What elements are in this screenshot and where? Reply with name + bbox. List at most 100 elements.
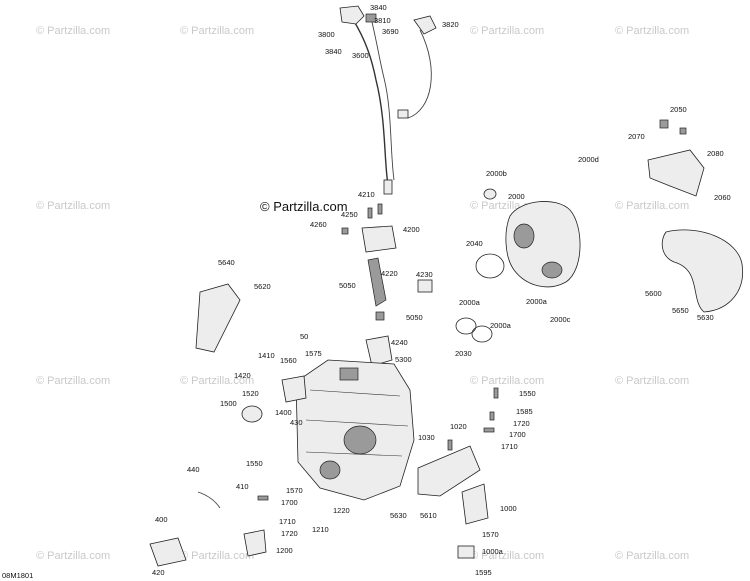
watermark: © Partzilla.com: [615, 200, 690, 212]
callout-label: 4250: [341, 210, 358, 219]
callout-label: 2050: [670, 105, 687, 114]
callout-label: 1575: [305, 349, 322, 358]
cover-opening: [541, 261, 563, 279]
watermark: © Partzilla.com: [615, 550, 690, 562]
callout-label: 4230: [416, 270, 433, 279]
bracket-400: [149, 537, 187, 567]
callout-label: 5050: [339, 281, 356, 290]
callout-label: 3800: [318, 30, 335, 39]
callout-label: 1570: [286, 486, 303, 495]
callout-label: 1200: [276, 546, 293, 555]
callout-label: 4210: [358, 190, 375, 199]
watermark: © Partzilla.com: [36, 25, 111, 37]
throttle-cable: [371, 21, 395, 181]
callout-label: 2030: [455, 349, 472, 358]
nut-2080: [679, 127, 687, 135]
callout-label: 50: [300, 332, 309, 341]
callout-label: 1020: [450, 422, 467, 431]
cable-end: [383, 179, 393, 195]
callout-label: 5650: [672, 306, 689, 315]
watermark: © Partzilla.com: [470, 25, 545, 37]
tensioner: [375, 311, 385, 321]
watermark: © Partzilla.com: [615, 25, 690, 37]
callout-label: 1720: [281, 529, 298, 538]
callout-label: 5600: [645, 289, 662, 298]
callout-label: 410: [236, 482, 249, 491]
callout-label: 4200: [403, 225, 420, 234]
callout-label: 3840: [325, 47, 342, 56]
nut: [341, 227, 349, 235]
callout-label: 1560: [280, 356, 297, 365]
callout-label: 2040: [466, 239, 483, 248]
callout-label: 1220: [333, 506, 350, 515]
callout-label: 1420: [234, 371, 251, 380]
washer-1700: [257, 495, 269, 501]
bracket-5300: [365, 335, 393, 367]
bolt-1030: [447, 439, 453, 451]
clamp-2030: [455, 317, 477, 335]
callout-label: 1595: [475, 568, 492, 577]
callout-label: 3690: [382, 27, 399, 36]
callout-label: 1720: [513, 419, 530, 428]
clamp-2030: [471, 325, 493, 343]
module-4200: [361, 225, 397, 253]
throttle-housing: [339, 5, 365, 25]
callout-label: 2000a: [490, 321, 511, 330]
watermark: © Partzilla.com: [470, 375, 545, 387]
shield-5610: [417, 445, 481, 497]
callout-label: 1210: [312, 525, 329, 534]
callout-label: 1000a: [482, 547, 503, 556]
callout-label: 5640: [218, 258, 235, 267]
callout-label: 430: [290, 418, 303, 427]
cable-clip: [397, 109, 409, 119]
watermark: © Partzilla.com: [36, 200, 111, 212]
callout-label: 1030: [418, 433, 435, 442]
callout-label: 2000c: [550, 315, 571, 324]
clamp-2040: [475, 253, 505, 279]
callout-label: 2070: [628, 132, 645, 141]
watermark-main: © Partzilla.com: [260, 199, 348, 214]
callout-label: 1570: [482, 530, 499, 539]
plug-2000b: [483, 188, 497, 200]
engine-cover: [343, 425, 377, 455]
mount-1400: [281, 375, 307, 403]
callout-label: 3820: [442, 20, 459, 29]
callout-label: 1700: [509, 430, 526, 439]
bolt-1585: [489, 411, 495, 421]
callout-label: 2000: [508, 192, 525, 201]
housing-clip: [365, 13, 377, 23]
watermark: © Partzilla.com: [470, 550, 545, 562]
callout-label: 1400: [275, 408, 292, 417]
callout-label: 1550: [246, 459, 263, 468]
washer-1700: [483, 427, 495, 433]
callout-label: 5300: [395, 355, 412, 364]
callout-label: 2000a: [526, 297, 547, 306]
mount-1200: [243, 529, 267, 557]
label-4230: [417, 279, 433, 293]
callout-label: 2060: [714, 193, 731, 202]
callout-label: 5610: [420, 511, 437, 520]
mount-1000a: [457, 545, 475, 559]
callout-label: 5630: [390, 511, 407, 520]
watermark: © Partzilla.com: [36, 550, 111, 562]
intake: [339, 367, 359, 381]
guide-4220: [367, 257, 387, 307]
callout-label: 2080: [707, 149, 724, 158]
callout-label: 2000d: [578, 155, 599, 164]
cvt-cover-2000: [505, 201, 581, 288]
callout-label: 4240: [391, 338, 408, 347]
watermark: © Partzilla.com: [180, 550, 255, 562]
watermark: © Partzilla.com: [36, 375, 111, 387]
callout-label: 5050: [406, 313, 423, 322]
callout-label: 4260: [310, 220, 327, 229]
mount-1500: [241, 405, 263, 423]
bracket-2060: [647, 149, 705, 197]
nut-2050: [659, 119, 669, 129]
callout-label: 1550: [519, 389, 536, 398]
bolt-1550: [493, 387, 499, 399]
watermark: © Partzilla.com: [180, 25, 255, 37]
diagram-code: 08M1801: [2, 571, 34, 580]
heat-shield-5600: [661, 229, 744, 313]
callout-label: 1410: [258, 351, 275, 360]
